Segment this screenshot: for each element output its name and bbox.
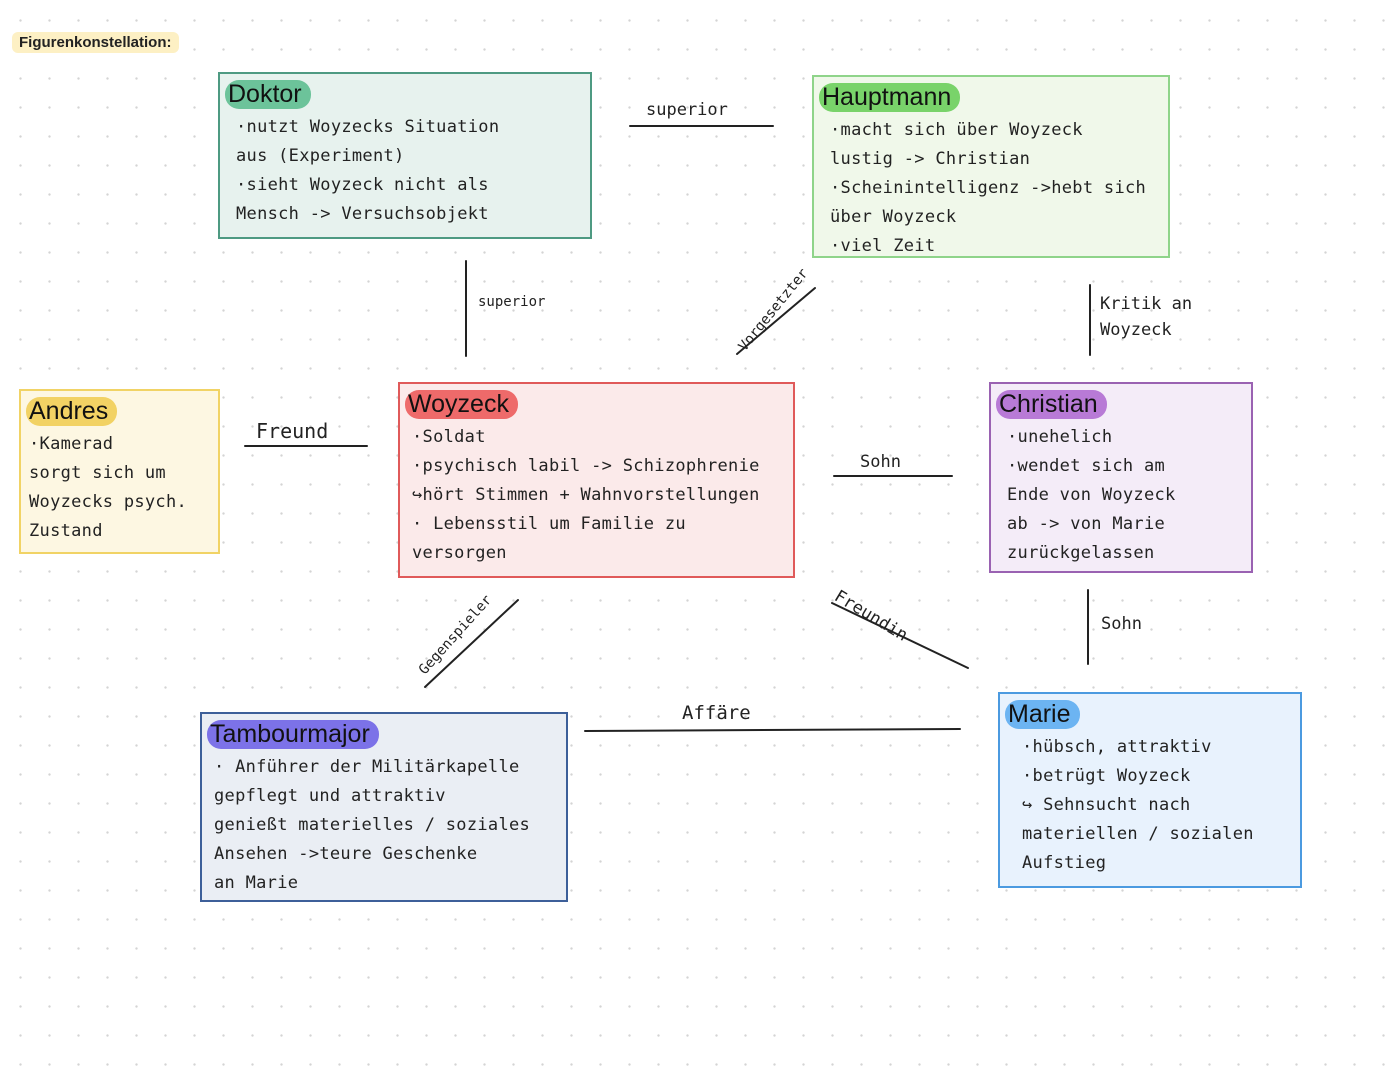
note-line: ·Scheinintelligenz ->hebt sich <box>830 178 1147 198</box>
notes-marie: ·hübsch, attraktiv ·betrügt Woyzeck ↪ Sehn… <box>1022 733 1300 878</box>
note-line: Ende von Woyzeck <box>1007 485 1176 505</box>
note-line: versorgen <box>412 543 507 563</box>
box-title-tambourmajor: Tambourmajor <box>207 720 379 749</box>
note-line: Aufstieg <box>1022 853 1107 873</box>
notes-doktor: ·nutzt Woyzecks Situation aus (Experimen… <box>236 113 590 229</box>
note-line: über Woyzeck <box>830 207 957 227</box>
notes-woyzeck: ·Soldat ·psychisch labil -> Schizophrenie… <box>412 423 793 568</box>
note-line: Mensch -> Versuchsobjekt <box>236 204 489 224</box>
label-hauptmann-christian-line-2: Woyzeck <box>1100 320 1172 340</box>
line-tambourmajor-marie <box>584 728 961 732</box>
note-line: ↪ Sehnsucht nach <box>1022 795 1191 815</box>
note-line: sorgt sich um <box>29 463 166 483</box>
note-line: ·wendet sich am <box>1007 456 1166 476</box>
note-line: materiellen / sozialen <box>1022 824 1254 844</box>
box-andres: Andres ·Kamerad sorgt sich um Woyzecks p… <box>19 389 220 554</box>
note-line: Ansehen ->teure Geschenke <box>214 844 478 864</box>
note-line: ·viel Zeit <box>830 236 936 256</box>
note-line: Woyzecks psych. <box>29 492 188 512</box>
label-doktor-hauptmann: superior <box>646 100 728 120</box>
notes-hauptmann: ·macht sich über Woyzeck lustig -> Chris… <box>830 116 1168 261</box>
box-title-marie: Marie <box>1005 700 1080 729</box>
note-line: an Marie <box>214 873 299 893</box>
box-title-andres: Andres <box>26 397 118 426</box>
label-hauptmann-christian-line-1: Kritik an <box>1100 294 1193 314</box>
box-hauptmann: Hauptmann ·macht sich über Woyzeck lusti… <box>812 75 1170 258</box>
note-line: ·psychisch labil -> Schizophrenie <box>412 456 760 476</box>
notes-christian: ·unehelich ·wendet sich am Ende von Woyze… <box>1007 423 1251 568</box>
box-marie: Marie ·hübsch, attraktiv ·betrügt Woyzeck… <box>998 692 1302 888</box>
box-title-woyzeck: Woyzeck <box>405 390 518 419</box>
label-hauptmann-christian: Kritik an Woyzeck <box>1100 291 1192 343</box>
box-title-doktor: Doktor <box>225 80 311 109</box>
note-line: ·hübsch, attraktiv <box>1022 737 1212 757</box>
label-christian-marie: Sohn <box>1101 614 1142 634</box>
note-line: ·betrügt Woyzeck <box>1022 766 1191 786</box>
line-woyzeck-tambourmajor <box>424 599 519 688</box>
line-hauptmann-woyzeck <box>736 287 816 355</box>
note-line: gepflegt und attraktiv <box>214 786 446 806</box>
label-doktor-woyzeck: superior <box>478 294 546 310</box>
note-line: ·Kamerad <box>29 434 114 454</box>
box-woyzeck: Woyzeck ·Soldat ·psychisch labil -> Schiz… <box>398 382 795 578</box>
note-line: · Anführer der Militärkapelle <box>214 757 520 777</box>
label-andres-woyzeck: Freund <box>256 419 329 443</box>
note-line: zurückgelassen <box>1007 543 1155 563</box>
notes-andres: ·Kamerad sorgt sich um Woyzecks psych. Z… <box>29 430 218 546</box>
note-line: aus (Experiment) <box>236 146 405 166</box>
box-title-christian: Christian <box>996 390 1107 419</box>
page-title: Figurenkonstellation: <box>12 32 179 53</box>
note-line: lustig -> Christian <box>830 149 1031 169</box>
note-line: ·nutzt Woyzecks Situation <box>236 117 500 137</box>
note-line: ·macht sich über Woyzeck <box>830 120 1083 140</box>
box-christian: Christian ·unehelich ·wendet sich am Ende… <box>989 382 1253 573</box>
note-line: · Lebensstil um Familie zu <box>412 514 686 534</box>
note-line: ·Soldat <box>412 427 486 447</box>
box-tambourmajor: Tambourmajor · Anführer der Militärkapel… <box>200 712 568 902</box>
note-line: ↪hört Stimmen + Wahnvorstellungen <box>412 485 760 505</box>
box-doktor: Doktor ·nutzt Woyzecks Situation aus (Ex… <box>218 72 592 239</box>
box-title-hauptmann: Hauptmann <box>819 83 961 112</box>
note-line: ·sieht Woyzeck nicht als <box>236 175 489 195</box>
notes-tambourmajor: · Anführer der Militärkapelle gepflegt u… <box>214 753 566 898</box>
label-tambourmajor-marie: Affäre <box>682 702 751 724</box>
note-line: Zustand <box>29 521 103 541</box>
note-line: genießt materielles / soziales <box>214 815 531 835</box>
note-line: ab -> von Marie <box>1007 514 1166 534</box>
note-line: ·unehelich <box>1007 427 1113 447</box>
label-woyzeck-christian: Sohn <box>860 452 901 472</box>
line-woyzeck-marie <box>831 602 969 669</box>
